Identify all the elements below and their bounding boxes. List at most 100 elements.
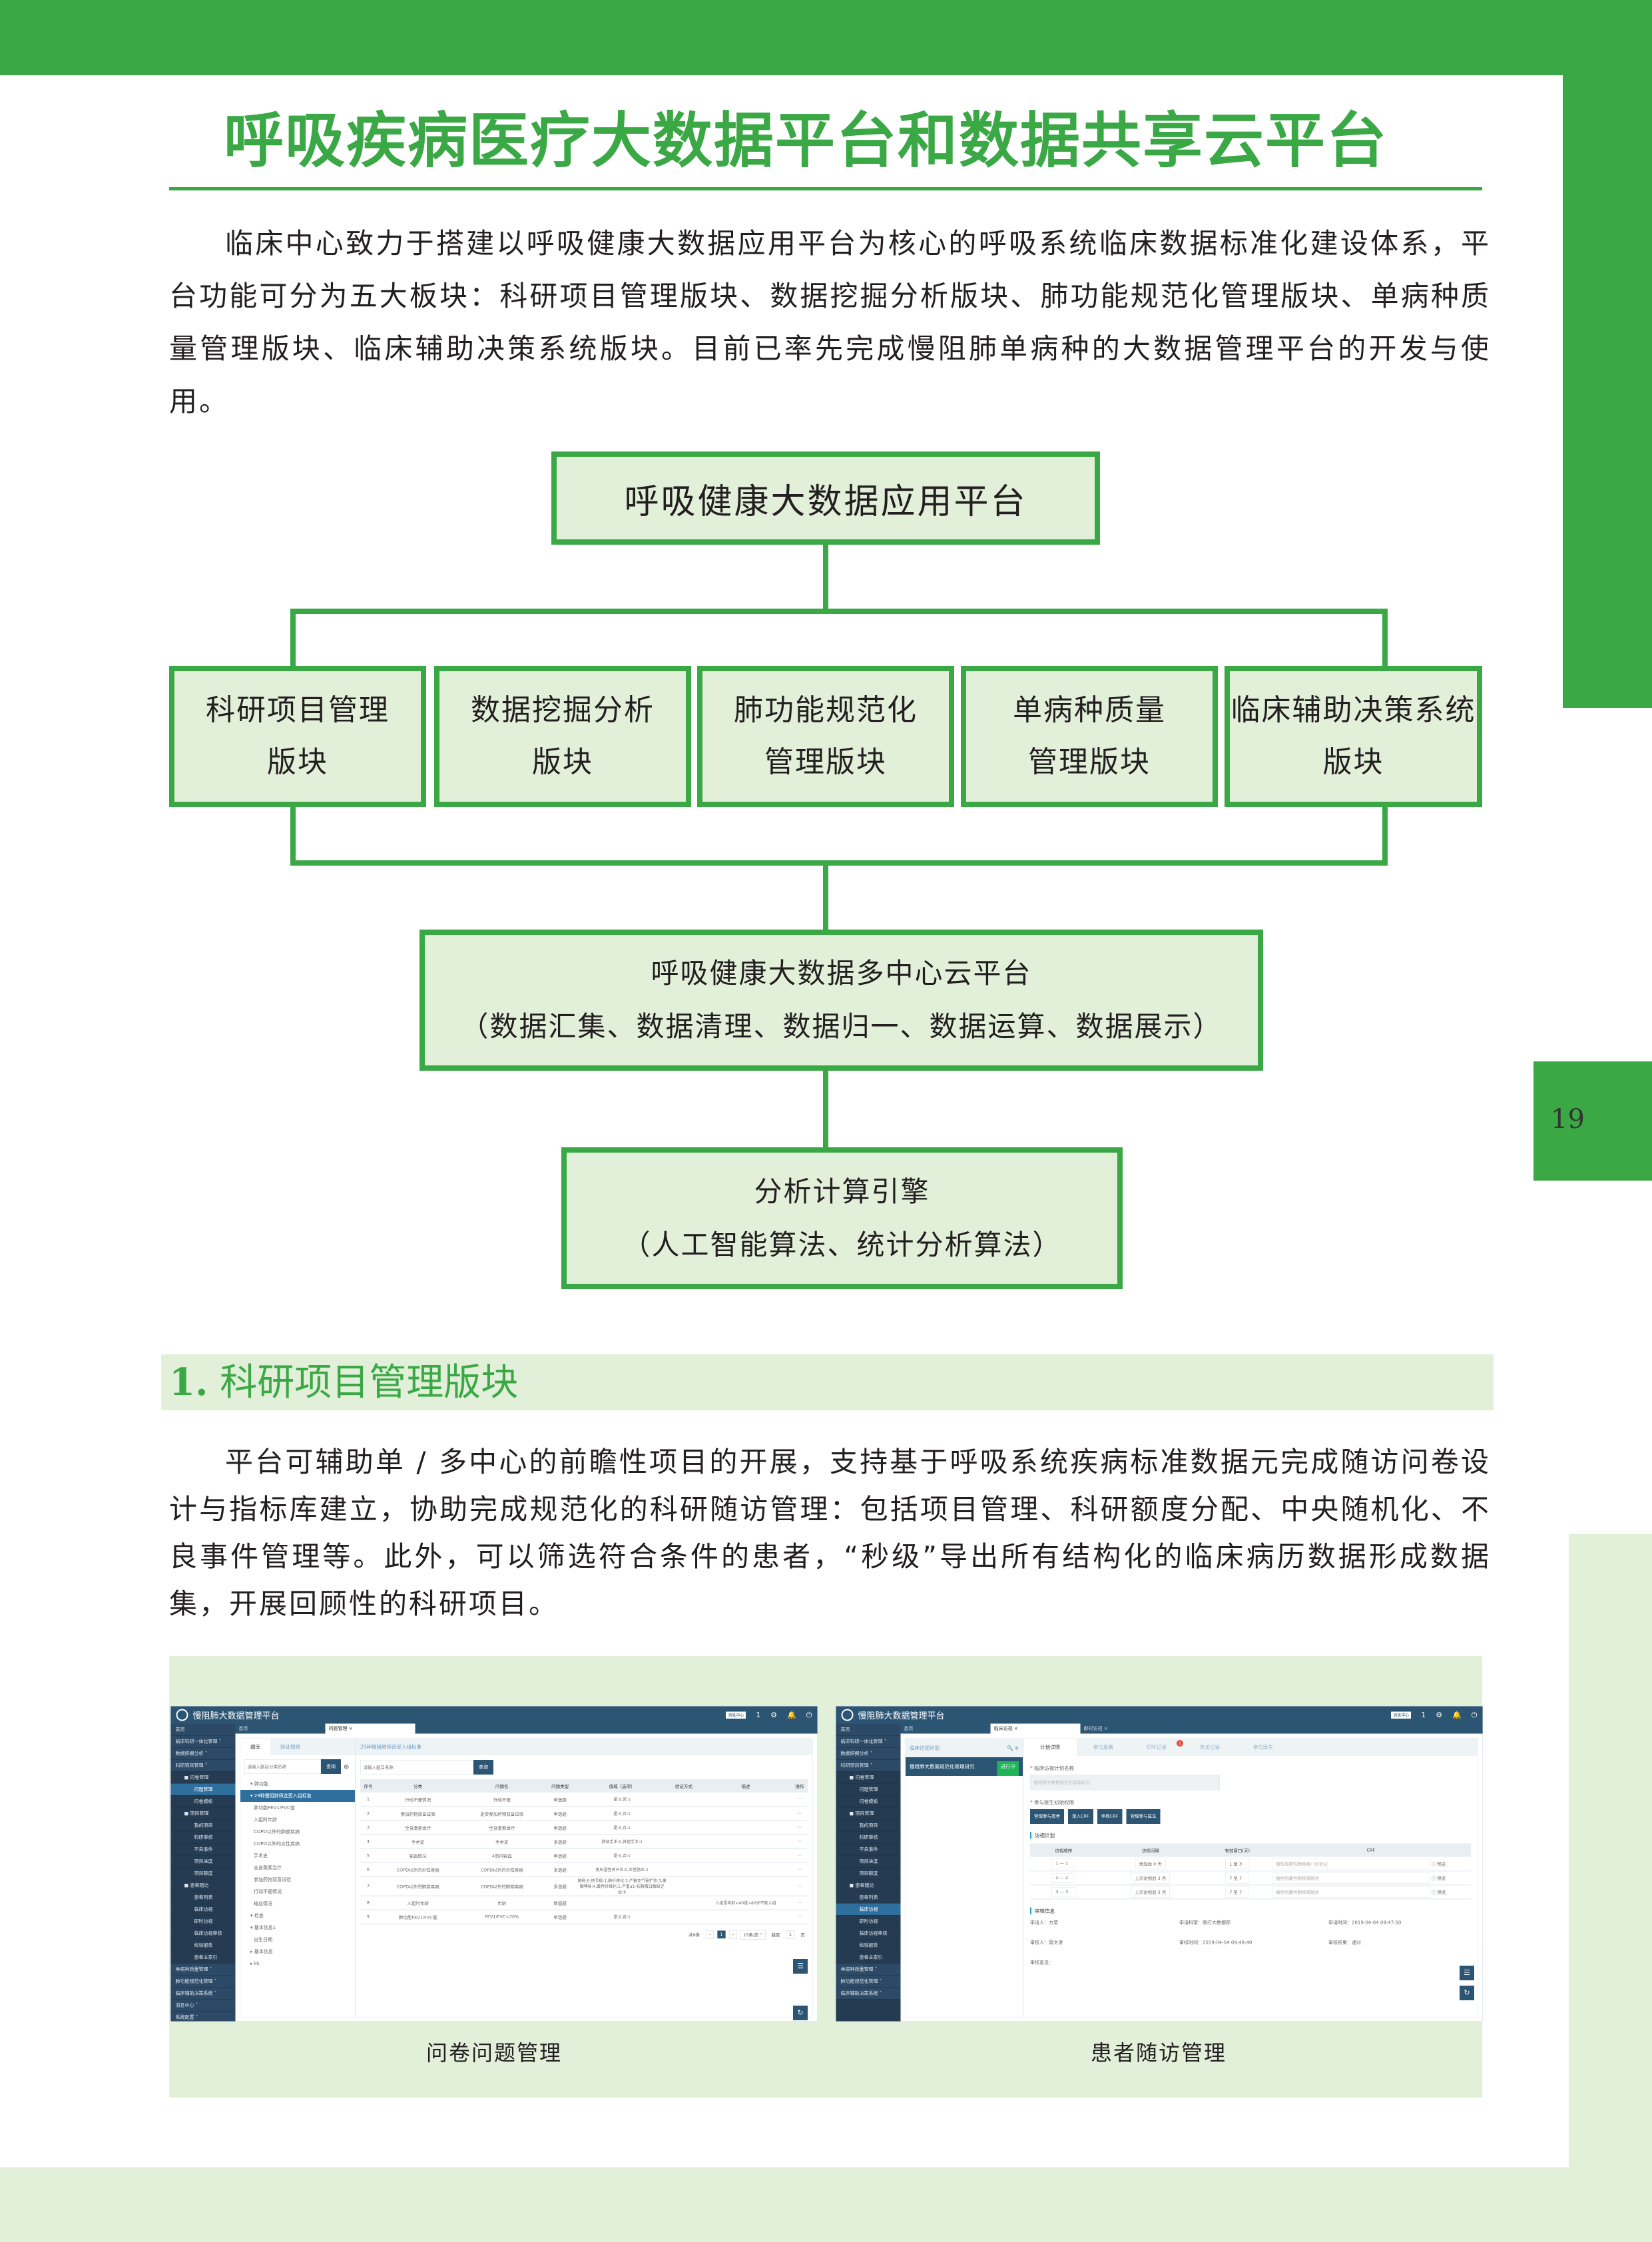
- bell-icon[interactable]: 🔔: [1452, 1711, 1462, 1719]
- pager-item[interactable]: 页: [800, 1932, 805, 1938]
- sidebar-item[interactable]: ■ 问卷管理: [170, 1772, 236, 1784]
- sidebar-item[interactable]: 单病种质量管理 ˅: [836, 1963, 901, 1976]
- sidebar-item[interactable]: 不良事件: [836, 1844, 901, 1856]
- sidebar-item[interactable]: 首页: [836, 1723, 901, 1736]
- more-actions-button[interactable]: ···: [792, 1876, 808, 1896]
- sidebar-item[interactable]: 项目进度: [170, 1856, 236, 1868]
- pager-item[interactable]: ›: [728, 1930, 737, 1939]
- crf-input[interactable]: 慢性阻塞性肺疾病随访: [1272, 1886, 1430, 1898]
- sidebar-item[interactable]: 即时访视: [836, 1916, 901, 1928]
- power-icon[interactable]: ⏻: [1471, 1711, 1478, 1719]
- tree-node[interactable]: 出生日期: [254, 1937, 272, 1942]
- add-icon[interactable]: ⊕: [344, 1763, 350, 1771]
- permission-button[interactable]: 管理参与医生: [1126, 1809, 1161, 1824]
- sidebar-item[interactable]: 临床辅助决策系统 ˅: [836, 1987, 901, 2000]
- question-search-input[interactable]: [360, 1760, 473, 1775]
- pager-item[interactable]: 1: [786, 1930, 795, 1939]
- sidebar-item[interactable]: ■ 患者随访: [170, 1880, 236, 1892]
- visit-input[interactable]: 2 — 2: [1051, 1872, 1075, 1883]
- more-actions-button[interactable]: ···: [792, 1862, 808, 1877]
- sidebar-item[interactable]: 临床科研一体化管理 ˅: [836, 1735, 901, 1748]
- category-query-button[interactable]: 查询: [321, 1759, 341, 1774]
- sidebar-item[interactable]: 检验报告: [836, 1940, 901, 1952]
- permission-button[interactable]: 审核CRF: [1097, 1809, 1123, 1824]
- visit-input[interactable]: 7 至 7: [1225, 1886, 1249, 1898]
- avatar[interactable]: 1: [756, 1711, 761, 1719]
- sidebar-item[interactable]: 项目额度: [836, 1868, 901, 1880]
- pager-item[interactable]: 15条/页 ˅: [740, 1929, 766, 1940]
- sidebar-item[interactable]: 患者主索引: [170, 1952, 236, 1964]
- pager-item[interactable]: ‹: [706, 1930, 714, 1939]
- sidebar-item[interactable]: 项目额度: [170, 1868, 236, 1880]
- tree-node[interactable]: ▸ kk: [250, 1961, 260, 1966]
- tree-node[interactable]: 肺功能FEV1/FVC值: [254, 1805, 295, 1811]
- sidebar-item[interactable]: 科研审核: [836, 1832, 901, 1844]
- sidebar-item[interactable]: 项目进度: [836, 1856, 901, 1868]
- crf-input[interactable]: 慢性阻塞性肺疾病门诊登记: [1272, 1858, 1430, 1869]
- sidebar-item[interactable]: 患者列表: [170, 1892, 236, 1904]
- sidebar-item[interactable]: 临床访视: [836, 1903, 901, 1916]
- sidebar-item[interactable]: 首页: [170, 1723, 236, 1736]
- plan-tab[interactable]: 参与患者: [1093, 1744, 1113, 1751]
- power-icon[interactable]: ⏻: [806, 1711, 812, 1719]
- tree-node[interactable]: 手术史: [254, 1853, 268, 1858]
- sidebar-item[interactable]: ■ 患者随访: [836, 1880, 901, 1892]
- page-tab[interactable]: 首页: [904, 1726, 914, 1731]
- tab-question-bank[interactable]: 题库: [240, 1739, 271, 1755]
- visit-input[interactable]: 上次访视后 3 月: [1131, 1886, 1170, 1898]
- category-search-input[interactable]: [244, 1759, 321, 1774]
- sidebar-item[interactable]: 临床访视审核: [836, 1928, 901, 1940]
- settings-icon[interactable]: ⚙: [1436, 1711, 1443, 1719]
- visit-input[interactable]: 添加后 0 天: [1135, 1858, 1166, 1869]
- refresh-icon[interactable]: ↻: [1460, 1986, 1474, 2000]
- page-tab[interactable]: 首页: [238, 1726, 248, 1731]
- permission-button[interactable]: 管理参与患者: [1030, 1809, 1065, 1824]
- preview-link[interactable]: ⓘ 预览: [1430, 1861, 1446, 1867]
- page-tab[interactable]: 问题管理 ×: [325, 1723, 415, 1734]
- sidebar-item[interactable]: 系统配置 ˅: [170, 2011, 236, 2022]
- sidebar-item[interactable]: 单病种质量管理 ˅: [170, 1963, 236, 1976]
- pager-item[interactable]: 共9条: [688, 1932, 700, 1938]
- sidebar-item[interactable]: 不良事件: [170, 1844, 236, 1856]
- tree-node[interactable]: 行动不便情况: [254, 1889, 282, 1894]
- sidebar-item[interactable]: 临床访视审核: [170, 1928, 236, 1940]
- sidebar-item[interactable]: 数据挖掘分析 ˅: [836, 1747, 901, 1760]
- tree-node[interactable]: 入组时年龄: [254, 1817, 277, 1822]
- more-actions-button[interactable]: ···: [792, 1848, 808, 1863]
- sidebar-item[interactable]: 数据挖掘分析 ˅: [170, 1747, 236, 1760]
- plan-tab[interactable]: 失访记录: [1199, 1744, 1220, 1751]
- filter-icon[interactable]: ☰: [1460, 1966, 1474, 1980]
- sidebar-item[interactable]: 问题管理: [836, 1784, 901, 1796]
- sidebar-item[interactable]: 问卷模板: [836, 1796, 901, 1808]
- pager-item[interactable]: 1: [716, 1930, 726, 1939]
- sidebar-item[interactable]: 问卷模板: [170, 1796, 236, 1808]
- visit-input[interactable]: 1 — 1: [1051, 1858, 1075, 1868]
- permission-button[interactable]: 录入CRF: [1068, 1809, 1093, 1824]
- plan-name-input[interactable]: 慢阻肺大数据规范化管理研究: [1030, 1775, 1220, 1791]
- tab-validation-rules[interactable]: 验证规则: [280, 1744, 301, 1750]
- sidebar-item[interactable]: 肺功能规范化管理 ˅: [836, 1975, 901, 1988]
- plan-tab[interactable]: 参与医生: [1252, 1744, 1273, 1751]
- sidebar-item[interactable]: ■ 问卷管理: [836, 1772, 901, 1784]
- page-tab[interactable]: 临床访视 ×: [990, 1723, 1081, 1734]
- sidebar-item[interactable]: 肺功能规范化管理 ˅: [170, 1975, 236, 1988]
- bell-icon[interactable]: 🔔: [787, 1711, 796, 1719]
- more-actions-button[interactable]: ···: [792, 1896, 808, 1910]
- crf-input[interactable]: 慢性阻塞性肺疾病随访: [1272, 1872, 1430, 1884]
- pager-item[interactable]: 跳至: [771, 1932, 780, 1938]
- more-actions-button[interactable]: ···: [792, 1821, 808, 1835]
- visit-input[interactable]: 3 — 3: [1051, 1886, 1075, 1897]
- tree-node[interactable]: 参加药物双盲试验: [254, 1877, 291, 1882]
- message-badge[interactable]: 消息中心: [1391, 1711, 1412, 1719]
- filter-icon[interactable]: ☰: [793, 1959, 808, 1974]
- tree-node[interactable]: ▾ 肺功能: [250, 1781, 268, 1787]
- tree-node[interactable]: ▾ 基本信息1: [250, 1925, 276, 1930]
- tree-node[interactable]: 全身激素治疗: [254, 1865, 282, 1870]
- more-actions-button[interactable]: ···: [792, 1910, 808, 1924]
- sidebar-item[interactable]: 临床访视: [170, 1904, 236, 1916]
- sidebar-item[interactable]: 患者列表: [836, 1892, 901, 1904]
- avatar[interactable]: 1: [1421, 1711, 1426, 1719]
- sidebar-item[interactable]: 消息中心 ˅: [170, 1999, 236, 2012]
- sidebar-item[interactable]: ■ 项目管理: [836, 1808, 901, 1820]
